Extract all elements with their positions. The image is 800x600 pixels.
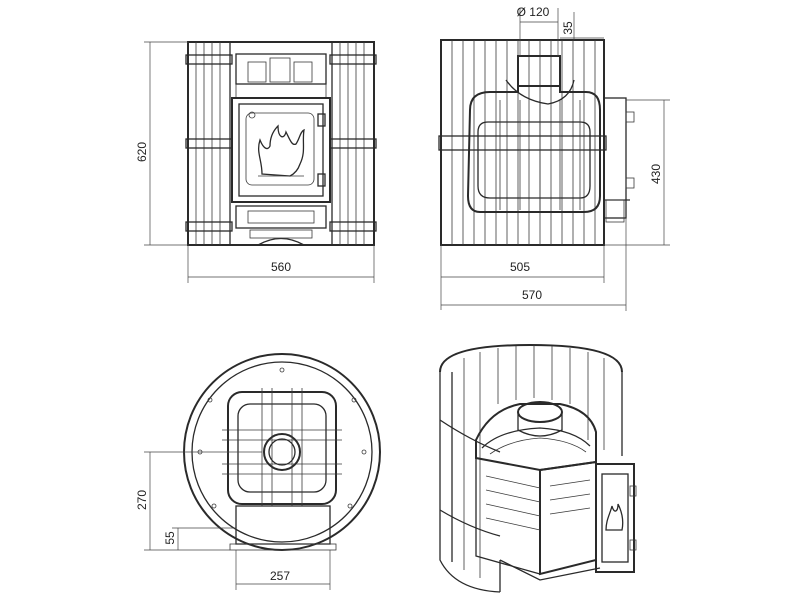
- front-right-mesh: [329, 41, 377, 246]
- iso-door: [595, 463, 635, 573]
- side-firebox: [466, 85, 601, 213]
- dim-chimney-offset: 35: [561, 21, 575, 35]
- iso-heater-top: [475, 403, 597, 472]
- side-mesh-bars: [451, 40, 596, 245]
- dim-chimney-diameter: Ø 120: [517, 5, 550, 19]
- top-chimney: [263, 433, 301, 471]
- side-band: [438, 135, 607, 151]
- top-door-base: [235, 505, 331, 545]
- iso-front-face: [539, 460, 597, 576]
- front-outline: [187, 41, 375, 246]
- front-left-mesh: [185, 41, 233, 246]
- dim-top-width: 257: [270, 569, 290, 583]
- dim-outlet-height: 430: [649, 164, 663, 184]
- dim-total-depth: 570: [522, 288, 542, 302]
- front-ashpan: [235, 205, 327, 246]
- dim-front-height: 620: [135, 142, 149, 162]
- dim-body-depth: 505: [510, 260, 530, 274]
- side-door-profile: [603, 97, 635, 223]
- front-stone-box: [235, 53, 327, 98]
- dim-top-height: 270: [135, 490, 149, 510]
- iso-mesh-left: [439, 372, 501, 593]
- iso-view: [439, 343, 637, 593]
- dim-front-width: 560: [271, 260, 291, 274]
- top-view: 270 55 257: [135, 353, 381, 590]
- front-door: [231, 97, 331, 203]
- front-view: 620 560: [135, 41, 377, 283]
- iso-base: [499, 559, 601, 581]
- side-view: Ø 120 35 430 505 570: [438, 5, 670, 311]
- dim-top-base-offset: 55: [163, 531, 177, 545]
- side-outline: [440, 39, 605, 246]
- flame-icon: [257, 124, 305, 177]
- top-firebox: [227, 391, 337, 505]
- iso-mesh-top-rim: [439, 343, 623, 373]
- side-chimney: [517, 55, 561, 87]
